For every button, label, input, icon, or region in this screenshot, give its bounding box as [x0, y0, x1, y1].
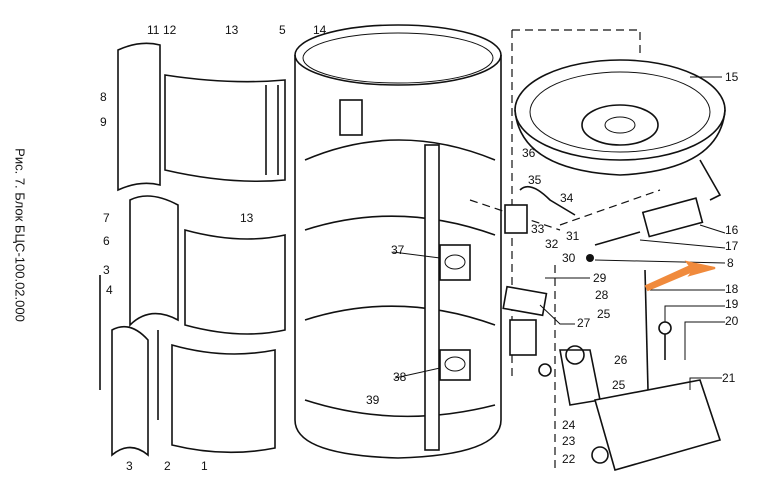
label-19: 19 — [725, 297, 739, 311]
label-17: 17 — [725, 239, 739, 253]
label-12: 12 — [163, 23, 177, 37]
label-8b: 8 — [727, 256, 734, 270]
label-11: 11 — [147, 23, 160, 37]
label-16: 16 — [725, 223, 739, 237]
label-35: 35 — [528, 173, 542, 187]
label-21: 21 — [722, 371, 736, 385]
label-25b: 25 — [612, 378, 626, 392]
label-38: 38 — [393, 370, 407, 384]
label-4: 4 — [106, 283, 113, 297]
label-5: 5 — [279, 23, 286, 37]
label-1: 1 — [201, 459, 208, 473]
top-ring-assembly — [514, 59, 726, 201]
side-panels — [99, 42, 286, 457]
leader-lines — [392, 76, 726, 390]
label-25: 25 — [597, 307, 611, 321]
label-8: 8 — [100, 90, 107, 104]
label-2: 2 — [164, 459, 171, 473]
label-13b: 13 — [240, 211, 254, 225]
cylinder-frame — [294, 24, 502, 459]
label-15: 15 — [725, 70, 739, 84]
label-33: 33 — [531, 222, 545, 236]
label-6: 6 — [103, 234, 110, 248]
label-7: 7 — [103, 211, 110, 225]
label-30: 30 — [562, 251, 576, 265]
label-20: 20 — [725, 314, 739, 328]
label-31: 31 — [566, 229, 580, 243]
label-28: 28 — [595, 288, 609, 302]
label-32: 32 — [545, 237, 559, 251]
label-27: 27 — [577, 316, 591, 330]
label-14: 14 — [313, 23, 327, 37]
label-3: 3 — [103, 263, 110, 277]
highlight-arrow — [644, 260, 716, 292]
label-26: 26 — [614, 353, 628, 367]
label-36: 36 — [522, 146, 536, 160]
small-parts — [502, 185, 722, 471]
label-22: 22 — [562, 452, 576, 466]
label-34: 34 — [560, 191, 574, 205]
label-24: 24 — [562, 418, 576, 432]
label-37: 37 — [391, 243, 405, 257]
label-23: 23 — [562, 434, 576, 448]
label-9: 9 — [100, 115, 107, 129]
label-39: 39 — [366, 393, 380, 407]
label-3b: 3 — [126, 459, 133, 473]
part-labels: 11 12 13 5 14 15 8 9 7 6 13 3 4 3 2 1 36… — [100, 23, 739, 473]
label-29: 29 — [593, 271, 607, 285]
label-13: 13 — [225, 23, 239, 37]
label-18: 18 — [725, 282, 739, 296]
